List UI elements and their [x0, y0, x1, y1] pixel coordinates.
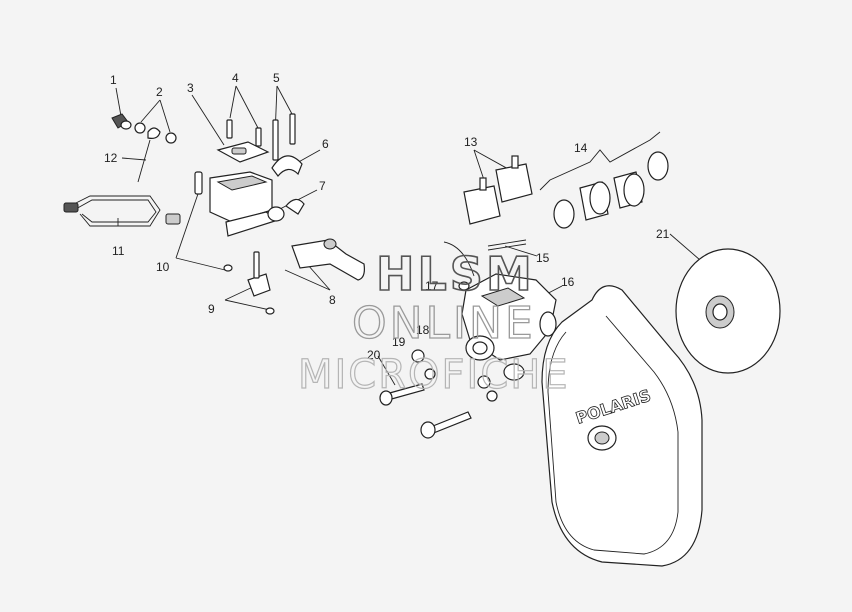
part-brake-switch-harness	[63, 195, 181, 227]
part-banjo-bolt	[137, 127, 161, 183]
part-chaincase-cover	[541, 285, 703, 567]
callout-17: 17	[425, 279, 439, 293]
callout-20: 20	[367, 348, 381, 362]
part-bleeder-line	[443, 241, 475, 291]
callout-10: 10	[156, 260, 170, 274]
callout-18: 18	[416, 323, 430, 337]
callout-11: 11	[112, 244, 125, 258]
callout-14: 14	[574, 141, 588, 155]
part-brake-pads	[463, 155, 533, 225]
watermark: HLSM ONLINE MICROFICHE	[297, 246, 570, 398]
callout-5: 5	[273, 71, 280, 85]
part-washers	[134, 122, 177, 144]
callout-3: 3	[187, 81, 194, 95]
callout-4: 4	[232, 71, 239, 85]
part-mounting-bolts	[379, 383, 472, 439]
part-pistons-seals	[553, 151, 669, 229]
callout-2: 2	[156, 85, 163, 99]
part-caliper	[461, 273, 557, 381]
callout-9: 9	[208, 302, 215, 316]
part-reservoir-cover	[216, 141, 270, 163]
part-lever	[291, 238, 365, 281]
callout-16: 16	[561, 275, 575, 289]
callout-21: 21	[656, 227, 670, 241]
watermark-line-1: HLSM	[376, 247, 535, 301]
part-master-cylinder	[194, 171, 305, 237]
callout-6: 6	[322, 137, 329, 151]
part-clamp	[271, 155, 303, 177]
callout-15: 15	[536, 251, 550, 265]
part-fitting	[111, 113, 132, 130]
callout-13: 13	[464, 135, 478, 149]
watermark-line-2: ONLINE	[352, 298, 536, 349]
callout-labels: 1 2 3 4 5 6 7 8 9 10 11 12 13 14 15 16 1…	[104, 71, 670, 362]
callout-7: 7	[319, 179, 326, 193]
part-spacer-washers	[411, 349, 498, 402]
callout-19: 19	[392, 335, 406, 349]
part-screws	[226, 113, 296, 161]
watermark-line-3: MICROFICHE	[298, 352, 570, 398]
part-pad-pin	[487, 239, 527, 251]
callout-12: 12	[104, 151, 118, 165]
part-lever-bracket	[223, 251, 275, 315]
callout-8: 8	[329, 293, 336, 307]
part-brake-disc	[675, 248, 781, 374]
callout-1: 1	[110, 73, 117, 87]
